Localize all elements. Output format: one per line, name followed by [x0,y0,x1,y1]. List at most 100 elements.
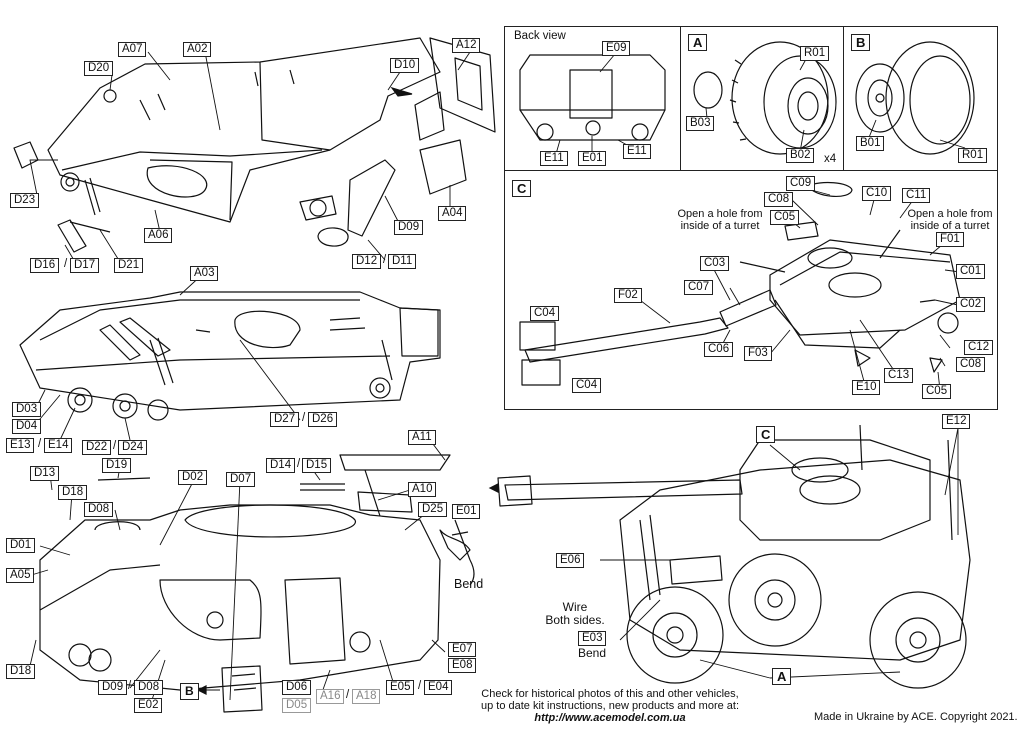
part-label-c06: C06 [704,342,734,357]
note-line: inside of a turret [680,220,760,232]
part-label-b02: B02 [786,148,815,163]
part-label-a10: A10 [408,482,437,497]
quantity-multiplier: x4 [824,153,837,165]
part-label-d24: D24 [118,440,148,455]
part-label-e01: E01 [452,504,481,519]
part-label-d07: D07 [226,472,256,487]
note-line: Open a hole from [677,208,763,220]
part-label-a11: A11 [408,430,436,445]
part-label-a03: A03 [190,266,219,281]
vehicle-final-drawing [497,424,971,689]
part-label-c03: C03 [700,256,730,271]
part-label-d23: D23 [10,193,40,208]
part-label-e09: E09 [602,41,631,56]
part-label-d19: D19 [102,458,132,473]
bend-note-step3: Bend [454,577,484,591]
part-label-e08: E08 [448,658,477,673]
turret-hole-note-right: Open a hole from inside of a turret [898,208,1002,232]
footer-info: Check for historical photos of this and … [470,688,750,724]
part-label-d18-lower: D18 [6,664,36,679]
separator: / [38,438,42,450]
note-line: Open a hole from [907,208,993,220]
final-callout-c: C [756,426,776,443]
part-label-d26: D26 [308,412,338,427]
part-label-a16: A16 [316,689,345,704]
note-line: Both sides. [545,613,605,627]
part-label-c05-top: C05 [770,210,800,225]
part-label-c10: C10 [862,186,892,201]
panel-b-tag: B [851,34,871,51]
part-label-d08: D08 [84,502,114,517]
part-label-d25: D25 [418,502,448,517]
part-label-b03: B03 [686,116,715,131]
part-label-e07: E07 [448,642,477,657]
part-label-d06: D06 [282,680,312,695]
part-label-d11: D11 [388,254,417,269]
final-callout-a: A [772,668,792,685]
part-label-d22: D22 [82,440,112,455]
part-label-f03: F03 [744,346,772,361]
part-label-d10: D10 [390,58,420,73]
part-label-d13: D13 [30,466,60,481]
part-label-r01-b: R01 [958,148,988,163]
part-label-a12: A12 [452,38,481,53]
part-label-c08-top: C08 [764,192,794,207]
separator: / [346,689,350,701]
part-label-c07: C07 [684,280,714,295]
part-label-e11-right: E11 [623,144,651,159]
part-label-e14: E14 [44,438,73,453]
part-label-d21: D21 [114,258,144,273]
part-label-d20: D20 [84,61,114,76]
part-label-e10: E10 [852,380,881,395]
part-label-d01: D01 [6,538,36,553]
wire-note: Wire Both sides. [530,601,620,627]
part-label-a18: A18 [352,689,381,704]
wheel-b-drawing [855,41,975,155]
hull-lower-drawing [19,291,441,421]
part-label-d17: D17 [70,258,100,273]
part-label-d08-lower: D08 [134,680,164,695]
part-label-c08-bottom: C08 [956,357,986,372]
separator: / [418,680,422,692]
part-label-d04: D04 [12,419,42,434]
back-view-title: Back view [514,30,566,42]
part-label-c13: C13 [884,368,914,383]
part-label-e11-left: E11 [540,151,568,166]
back-view-drawing [519,54,666,141]
footer-url: http://www.acemodel.com.ua [534,712,686,724]
part-label-d16: D16 [30,258,60,273]
separator: / [113,440,117,452]
part-label-c04-bottom: C04 [572,378,602,393]
panel-a-tag: A [688,34,708,51]
part-label-e13: E13 [6,438,35,453]
part-label-a04: A04 [438,206,467,221]
callout-b-tag: B [180,683,199,700]
bend-note-final: Bend [578,646,607,660]
part-label-c09: C09 [786,176,816,191]
part-label-d15: D15 [302,458,332,473]
separator: / [64,258,68,270]
part-label-c04-top: C04 [530,306,560,321]
footer-info-line: up to date kit instructions, new product… [480,700,740,712]
turret-c-panel [504,170,998,410]
part-label-d05: D05 [282,698,312,713]
part-label-c05-bottom: C05 [922,384,952,399]
note-line: inside of a turret [910,220,990,232]
part-label-a02: A02 [183,42,212,57]
part-label-e05: E05 [386,680,415,695]
part-label-d09-lower: D09 [98,680,128,695]
part-label-b01: B01 [856,136,885,151]
part-label-e12: E12 [942,414,971,429]
turret-c-drawing [519,181,961,386]
part-label-a07: A07 [118,42,147,57]
part-label-r01-a: R01 [800,46,830,61]
panel-c-tag: C [512,180,532,197]
separator: / [302,412,306,424]
separator: / [383,254,387,266]
part-label-d14: D14 [266,458,296,473]
part-label-e02: E02 [134,698,163,713]
separator: / [297,458,301,470]
part-label-d18: D18 [58,485,88,500]
part-label-d27: D27 [270,412,300,427]
part-label-e06: E06 [556,553,585,568]
